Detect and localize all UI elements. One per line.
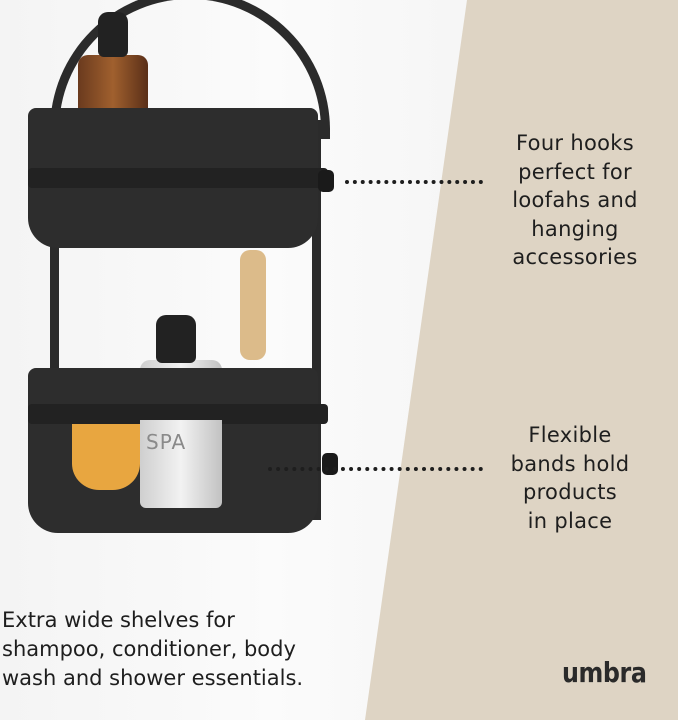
callout-line: bands hold [510,451,630,476]
description-line: shampoo, conditioner, body [2,637,296,661]
description-line: Extra wide shelves for [2,608,235,632]
brush-handle [240,250,266,360]
callout-line: loofahs and [512,188,638,212]
callout-line-bands [268,467,483,471]
caddy-pole-left [50,120,59,450]
bottle-label: SPA [146,430,187,454]
sponge-front [72,424,140,490]
spa-bottle-front [140,420,222,508]
bottom-band [28,404,328,424]
callout-line-hooks [345,180,483,184]
top-hook [318,170,334,192]
callout-bands: Flexible bands hold products in place [500,421,640,535]
top-band [28,168,328,188]
callout-hooks: Four hooks perfect for loofahs and hangi… [500,129,650,272]
callout-line: hanging [531,216,619,241]
callout-line: in place [527,508,613,533]
callout-line: accessories [512,245,638,269]
pump-cap [156,315,196,363]
description: Extra wide shelves for shampoo, conditio… [2,606,303,693]
callout-line: perfect for [518,159,632,184]
callout-line: products [522,480,618,504]
description-line: wash and shower essentials. [2,666,304,690]
pump-cap [98,12,128,57]
bottom-hook [322,453,338,475]
caddy-pole-right [312,120,321,520]
umbra-logo: umbra [562,656,647,689]
callout-line: Four hooks [516,131,634,155]
callout-line: Flexible [528,423,612,447]
